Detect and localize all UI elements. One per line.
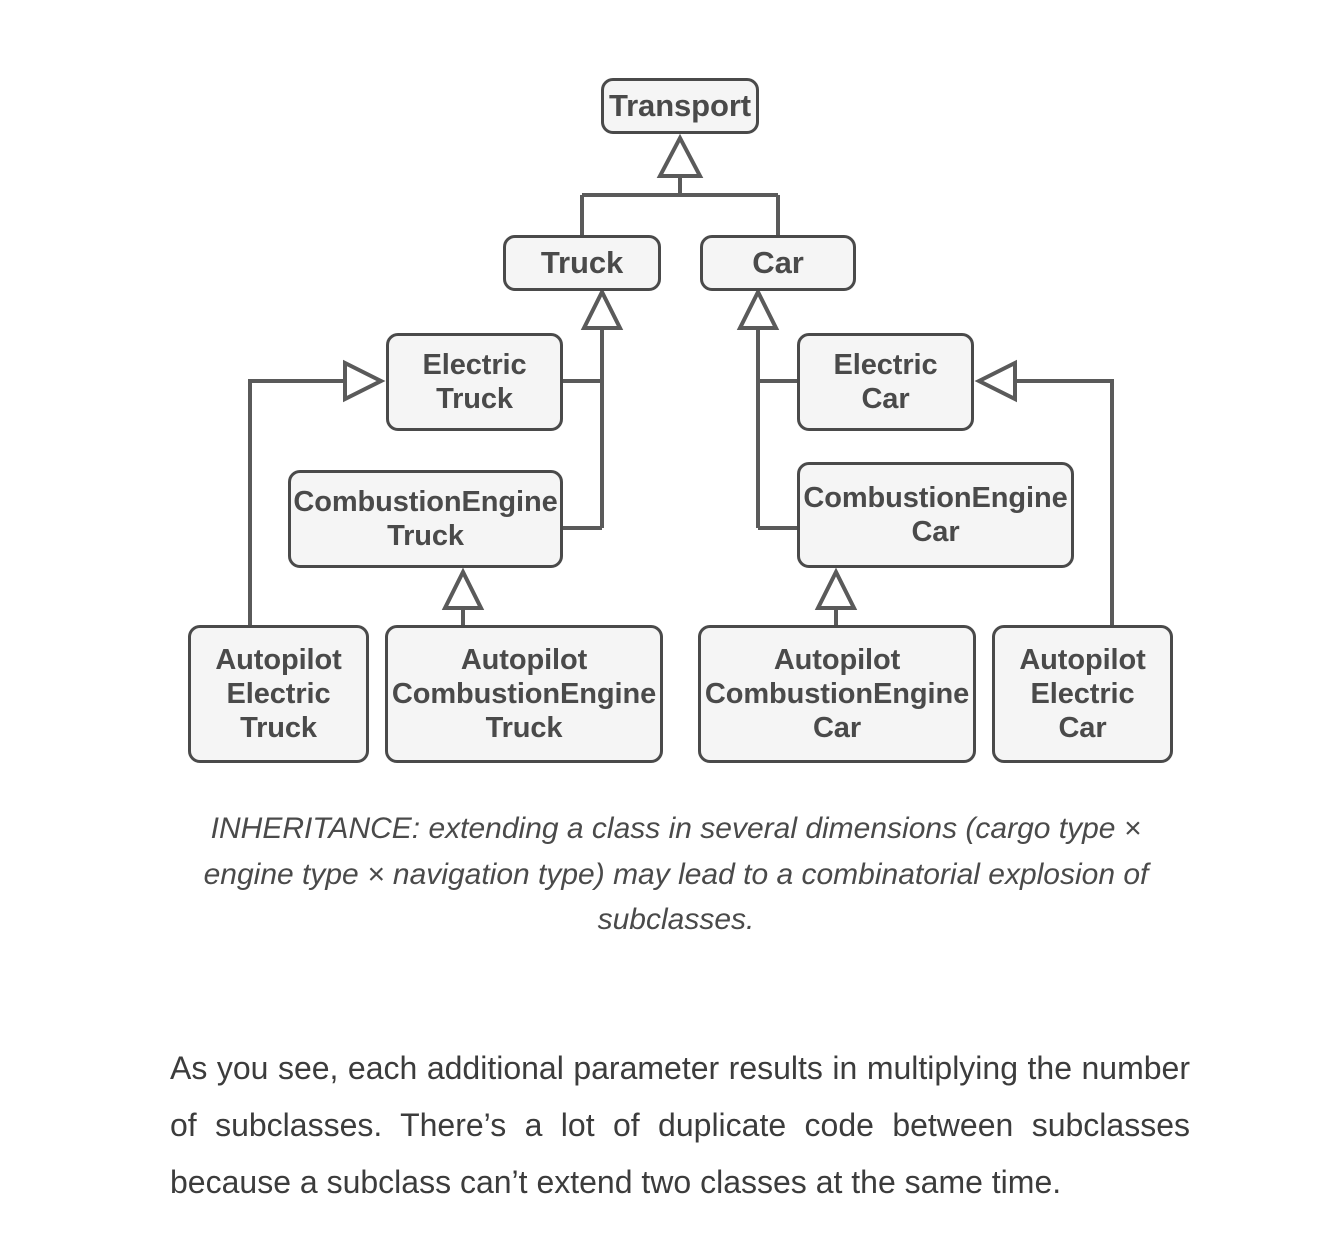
connector-ape-truck-to-electric-truck [248,379,353,625]
connector-apel-car-to-electric-car [1008,379,1114,625]
class-box-combustion-engine-truck[interactable]: CombustionEngine Truck [288,470,563,568]
arrowhead-truck [580,287,624,330]
class-box-truck[interactable]: Truck [503,235,661,291]
class-box-autopilot-combustion-engine-truck[interactable]: Autopilot CombustionEngine Truck [385,625,663,763]
class-label: Truck [540,244,624,280]
arrowhead-combustion-truck [441,567,485,610]
arrowhead-car [736,287,780,330]
arrowhead-electric-truck [343,359,386,403]
class-label: Electric Truck [422,348,527,415]
class-label: Autopilot CombustionEngine Truck [391,643,657,745]
class-box-electric-car[interactable]: Electric Car [797,333,974,431]
inheritance-class-diagram: Transport Truck Car Electric Truck Elect… [188,78,1173,763]
body-paragraph: As you see, each additional parameter re… [170,1050,1190,1200]
class-label: CombustionEngine Car [803,481,1068,548]
arrowhead-transport [656,133,704,178]
class-label: Transport [608,87,752,123]
class-box-transport[interactable]: Transport [601,78,759,134]
class-box-autopilot-electric-truck[interactable]: Autopilot Electric Truck [188,625,369,763]
class-box-electric-truck[interactable]: Electric Truck [386,333,563,431]
class-box-combustion-engine-car[interactable]: CombustionEngine Car [797,462,1074,568]
class-label: Electric Car [833,348,938,415]
class-label: Car [752,244,804,280]
arrowhead-combustion-car [814,567,858,610]
class-box-autopilot-combustion-engine-car[interactable]: Autopilot CombustionEngine Car [698,625,976,763]
diagram-connectors [248,133,1114,625]
arrowhead-electric-car [974,359,1017,403]
class-label: Autopilot CombustionEngine Car [704,643,970,745]
class-box-car[interactable]: Car [700,235,856,291]
class-label: CombustionEngine Truck [293,485,558,552]
class-box-autopilot-electric-car[interactable]: Autopilot Electric Car [992,625,1173,763]
class-label: Autopilot Electric Truck [215,643,342,745]
figure-caption: INHERITANCE: extending a class in severa… [203,812,1149,937]
class-label: Autopilot Electric Car [1019,643,1146,745]
